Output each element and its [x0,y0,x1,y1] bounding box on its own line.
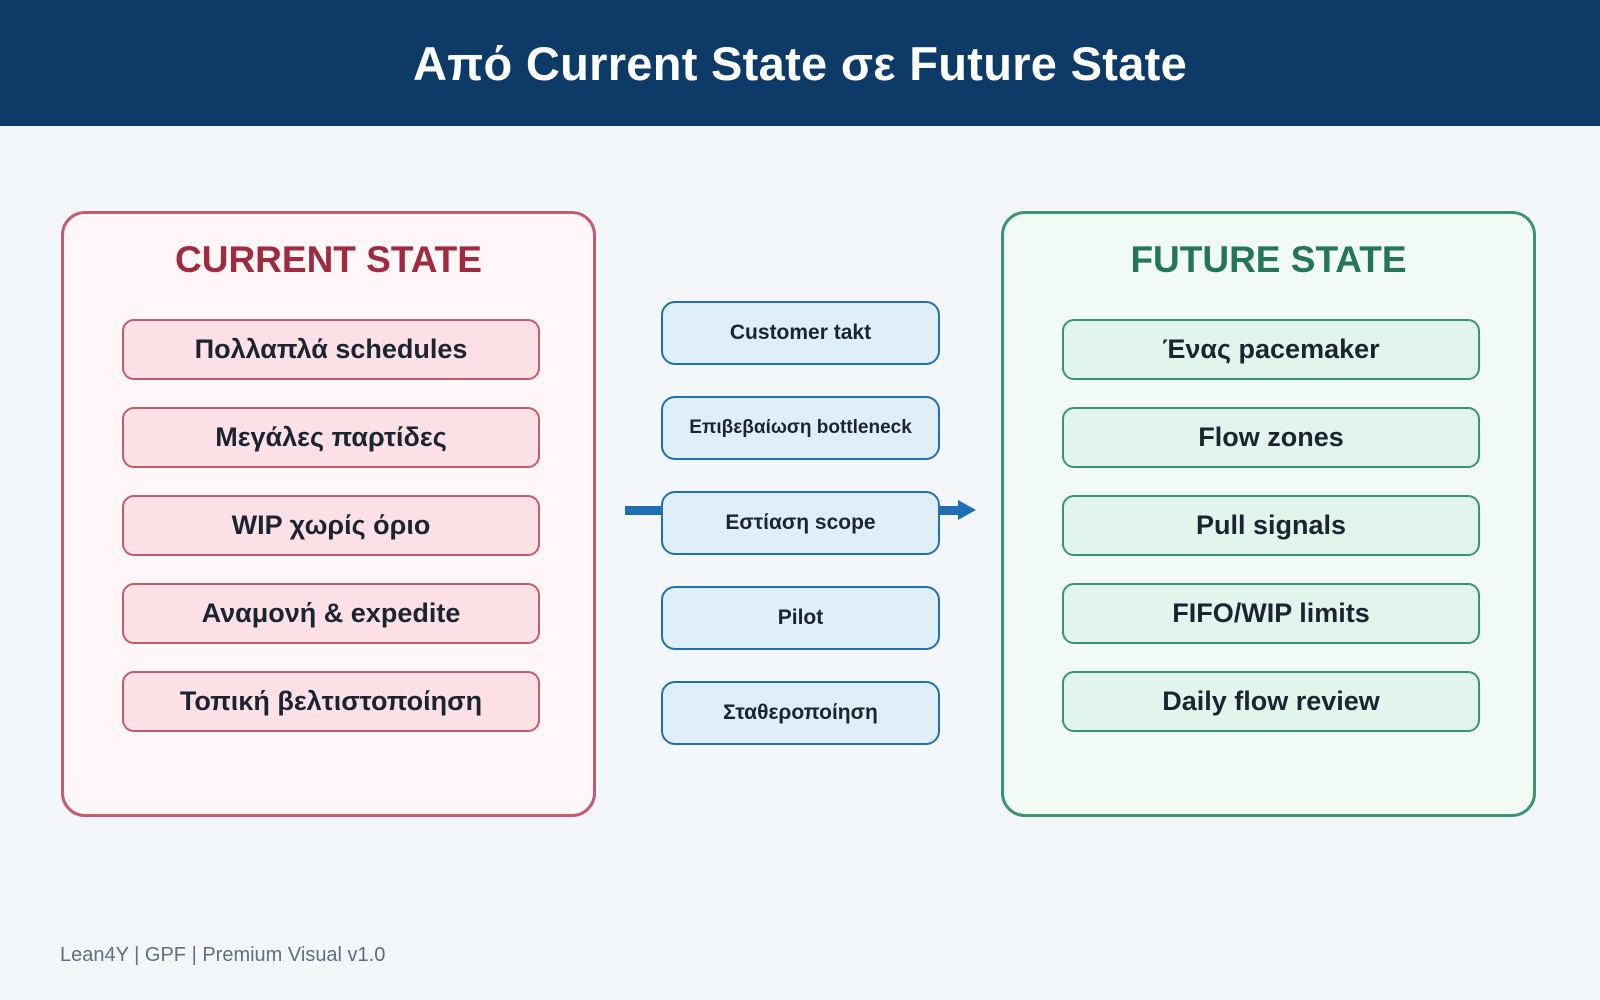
current-state-panel: CURRENT STATE Πολλαπλά schedules Μεγάλες… [61,211,596,817]
future-state-item: Flow zones [1062,407,1480,468]
current-state-item: WIP χωρίς όριο [122,495,540,556]
page-title: Από Current State σε Future State [412,36,1188,90]
current-state-item: Τοπική βελτιστοποίηση [122,671,540,732]
future-state-item: Pull signals [1062,495,1480,556]
transition-step-bottleneck: Επιβεβαίωση bottleneck [661,396,940,460]
footer-credit: Lean4Y | GPF | Premium Visual v1.0 [60,944,386,966]
transition-step-stabilization: Σταθεροποίηση [661,681,940,745]
header-bar: Από Current State σε Future State [0,0,1600,126]
transition-step-scope: Εστίαση scope [661,491,940,555]
current-state-title: CURRENT STATE [175,239,482,280]
future-state-item: FIFO/WIP limits [1062,583,1480,644]
transition-step-pilot: Pilot [661,586,940,650]
future-state-item: Ένας pacemaker [1062,319,1480,380]
transition-arrow-shaft [938,506,960,515]
current-state-item: Μεγάλες παρτίδες [122,407,540,468]
current-state-item: Πολλαπλά schedules [122,319,540,380]
future-state-title: FUTURE STATE [1130,239,1407,280]
future-state-panel: FUTURE STATE Ένας pacemaker Flow zones P… [1001,211,1536,817]
future-state-item: Daily flow review [1062,671,1480,732]
transition-arrow-tail [625,506,663,515]
transition-arrow-head [958,500,976,520]
transition-step-customer-takt: Customer takt [661,301,940,365]
current-state-item: Αναμονή & expedite [122,583,540,644]
